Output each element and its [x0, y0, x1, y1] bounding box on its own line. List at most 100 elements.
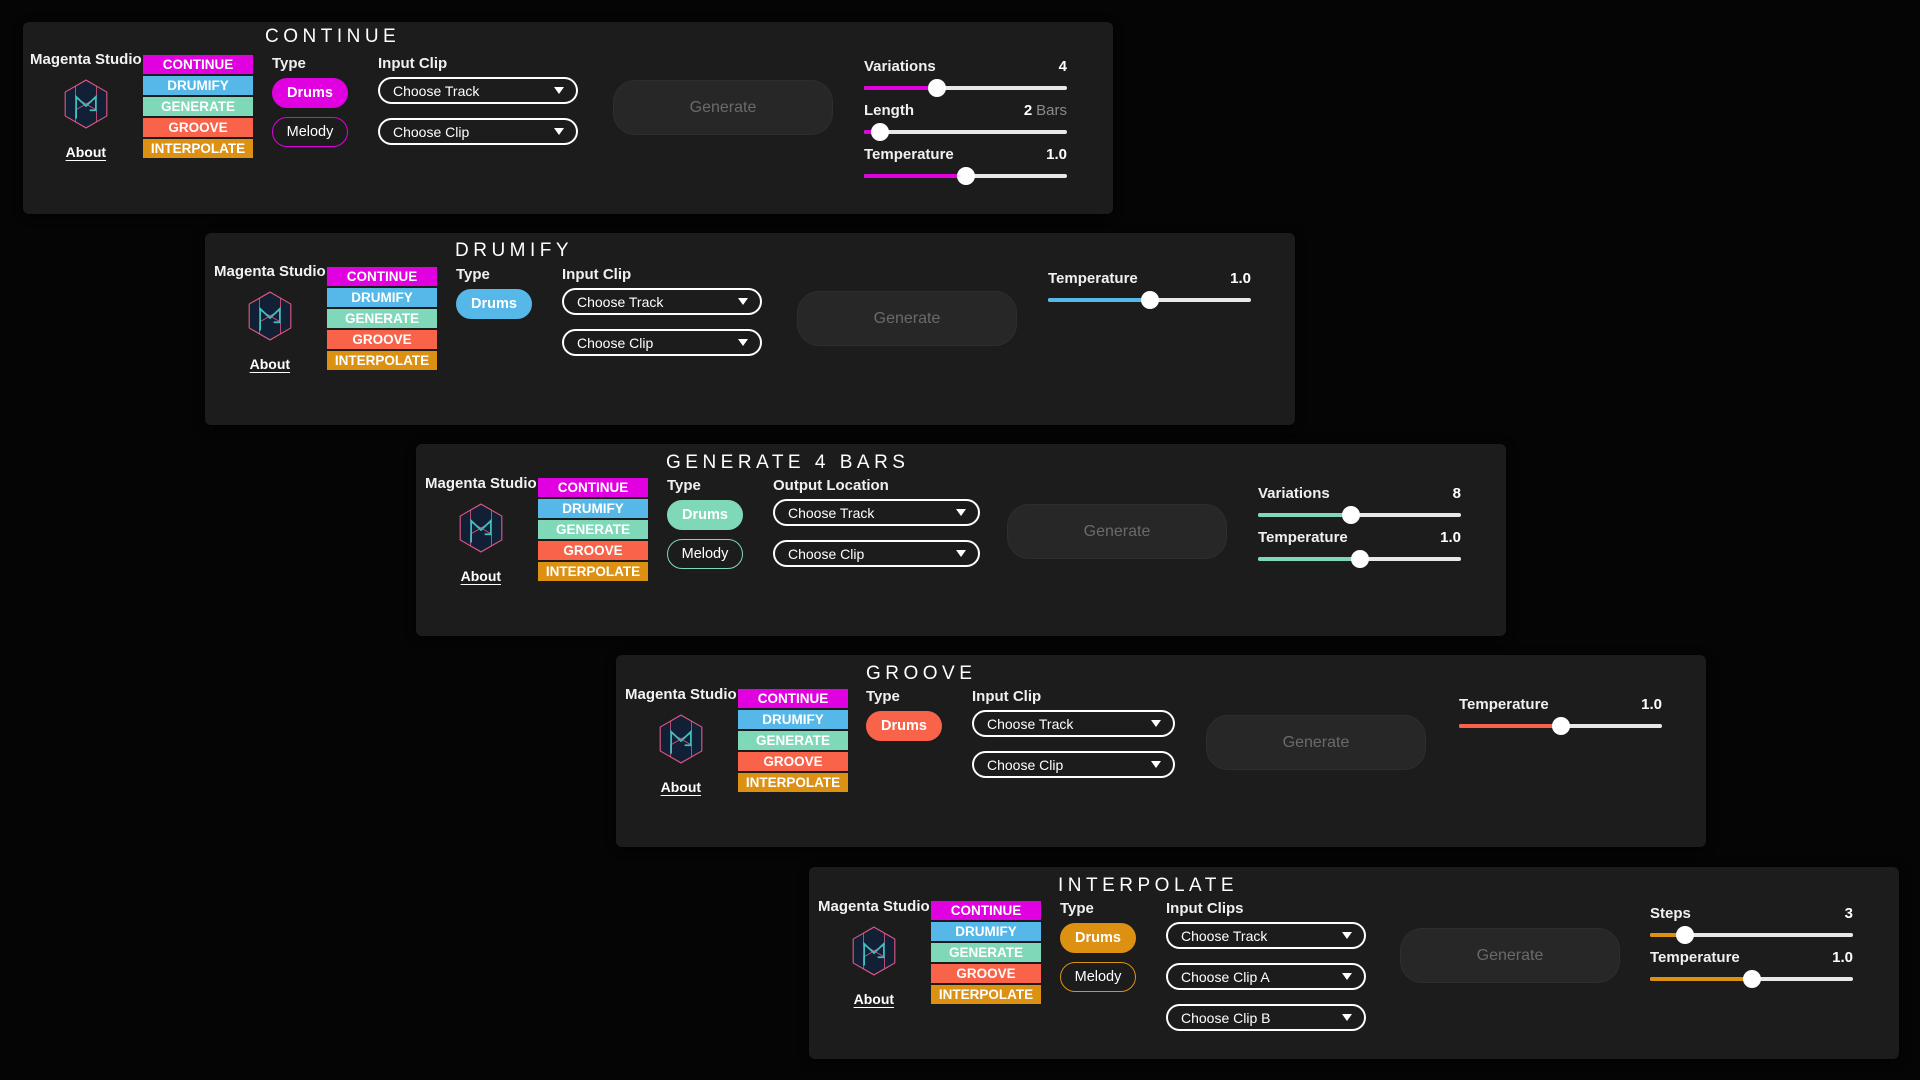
- type-pill-melody[interactable]: Melody: [667, 539, 743, 569]
- slider-knob[interactable]: [1342, 506, 1361, 524]
- magenta-logo-icon: [60, 79, 112, 134]
- nav-item-groove[interactable]: GROOVE: [931, 964, 1041, 983]
- nav-item-continue[interactable]: CONTINUE: [931, 901, 1041, 920]
- nav-item-drumify[interactable]: DRUMIFY: [538, 499, 648, 518]
- slider-fill: [1258, 513, 1352, 517]
- dropdown-value: Choose Track: [577, 293, 664, 310]
- dropdown-choose-clip[interactable]: Choose Clip: [972, 751, 1175, 778]
- slider-label: Length: [864, 102, 914, 119]
- dropdown-value: Choose Clip A: [1181, 968, 1270, 985]
- slider-track[interactable]: [1459, 717, 1662, 735]
- dropdown-choose-clip-b[interactable]: Choose Clip B: [1166, 1004, 1366, 1031]
- slider-track[interactable]: [1650, 926, 1853, 944]
- nav-item-continue[interactable]: CONTINUE: [143, 55, 253, 74]
- brand-name: Magenta Studio: [30, 51, 142, 68]
- slider-knob[interactable]: [956, 167, 975, 185]
- nav-item-interpolate[interactable]: INTERPOLATE: [327, 351, 437, 370]
- nav-item-generate[interactable]: GENERATE: [538, 520, 648, 539]
- slider-track[interactable]: [864, 123, 1067, 141]
- nav-item-groove[interactable]: GROOVE: [327, 330, 437, 349]
- type-label: Type: [1060, 900, 1094, 917]
- slider-fill: [1048, 298, 1150, 302]
- dropdown-choose-clip[interactable]: Choose Clip: [378, 118, 578, 145]
- type-pill-drums[interactable]: Drums: [1060, 923, 1136, 953]
- generate-button[interactable]: Generate: [797, 291, 1017, 346]
- dropdown-choose-clip[interactable]: Choose Clip: [773, 540, 980, 567]
- slider-label: Temperature: [1258, 529, 1348, 546]
- slider-value-wrap: 8: [1453, 485, 1461, 502]
- dropdown-choose-track[interactable]: Choose Track: [773, 499, 980, 526]
- about-link[interactable]: About: [853, 991, 895, 1007]
- dropdown-choose-clip-a[interactable]: Choose Clip A: [1166, 963, 1366, 990]
- slider-value: 1.0: [1230, 270, 1251, 287]
- dropdown-choose-track[interactable]: Choose Track: [378, 77, 578, 104]
- slider-track[interactable]: [864, 79, 1067, 97]
- slider-knob[interactable]: [1742, 970, 1761, 988]
- generate-button[interactable]: Generate: [1206, 715, 1426, 770]
- nav-item-groove[interactable]: GROOVE: [738, 752, 848, 771]
- dropdown-choose-track[interactable]: Choose Track: [1166, 922, 1366, 949]
- slider-knob[interactable]: [871, 123, 890, 141]
- brand-logo: [60, 78, 112, 135]
- nav-item-groove[interactable]: GROOVE: [143, 118, 253, 137]
- nav-item-generate[interactable]: GENERATE: [327, 309, 437, 328]
- nav-item-interpolate[interactable]: INTERPOLATE: [738, 773, 848, 792]
- about-link[interactable]: About: [460, 568, 502, 584]
- chevron-down-icon: [1151, 761, 1161, 768]
- slider-knob[interactable]: [1140, 291, 1159, 309]
- nav-item-drumify[interactable]: DRUMIFY: [931, 922, 1041, 941]
- type-pill-drums[interactable]: Drums: [456, 289, 532, 319]
- slider-track[interactable]: [1258, 550, 1461, 568]
- nav-item-drumify[interactable]: DRUMIFY: [738, 710, 848, 729]
- panel-title-drumify: DRUMIFY: [455, 240, 574, 261]
- generate-button[interactable]: Generate: [1400, 928, 1620, 983]
- slider-knob[interactable]: [928, 79, 947, 97]
- about-link[interactable]: About: [65, 144, 107, 160]
- slider-value: 1.0: [1046, 146, 1067, 163]
- nav-item-generate[interactable]: GENERATE: [738, 731, 848, 750]
- nav-item-drumify[interactable]: DRUMIFY: [327, 288, 437, 307]
- nav-item-continue[interactable]: CONTINUE: [738, 689, 848, 708]
- slider-value: 1.0: [1440, 529, 1461, 546]
- type-pill-melody[interactable]: Melody: [272, 117, 348, 147]
- generate-button[interactable]: Generate: [1007, 504, 1227, 559]
- about-link[interactable]: About: [660, 779, 702, 795]
- slider-knob[interactable]: [1675, 926, 1694, 944]
- type-pill-drums[interactable]: Drums: [667, 500, 743, 530]
- nav-item-groove[interactable]: GROOVE: [538, 541, 648, 560]
- slider-label: Variations: [864, 58, 936, 75]
- nav-item-drumify[interactable]: DRUMIFY: [143, 76, 253, 95]
- chevron-down-icon: [554, 87, 564, 94]
- type-pill-drums[interactable]: Drums: [866, 711, 942, 741]
- type-pill-drums[interactable]: Drums: [272, 78, 348, 108]
- nav-item-interpolate[interactable]: INTERPOLATE: [538, 562, 648, 581]
- nav-item-continue[interactable]: CONTINUE: [327, 267, 437, 286]
- nav-item-continue[interactable]: CONTINUE: [538, 478, 648, 497]
- generate-button[interactable]: Generate: [613, 80, 833, 135]
- dropdown-choose-track[interactable]: Choose Track: [972, 710, 1175, 737]
- slider-track[interactable]: [1650, 970, 1853, 988]
- chevron-down-icon: [1151, 720, 1161, 727]
- slider-knob[interactable]: [1350, 550, 1369, 568]
- slider-track[interactable]: [1258, 506, 1461, 524]
- dropdown-choose-track[interactable]: Choose Track: [562, 288, 762, 315]
- nav-item-interpolate[interactable]: INTERPOLATE: [143, 139, 253, 158]
- nav-item-generate[interactable]: GENERATE: [143, 97, 253, 116]
- type-pill-melody[interactable]: Melody: [1060, 962, 1136, 992]
- slider-knob[interactable]: [1551, 717, 1570, 735]
- slider-track[interactable]: [864, 167, 1067, 185]
- about-link[interactable]: About: [249, 356, 291, 372]
- slider-label: Temperature: [1650, 949, 1740, 966]
- nav-item-generate[interactable]: GENERATE: [931, 943, 1041, 962]
- nav-item-interpolate[interactable]: INTERPOLATE: [931, 985, 1041, 1004]
- dropdown-choose-clip[interactable]: Choose Clip: [562, 329, 762, 356]
- slider-track[interactable]: [1048, 291, 1251, 309]
